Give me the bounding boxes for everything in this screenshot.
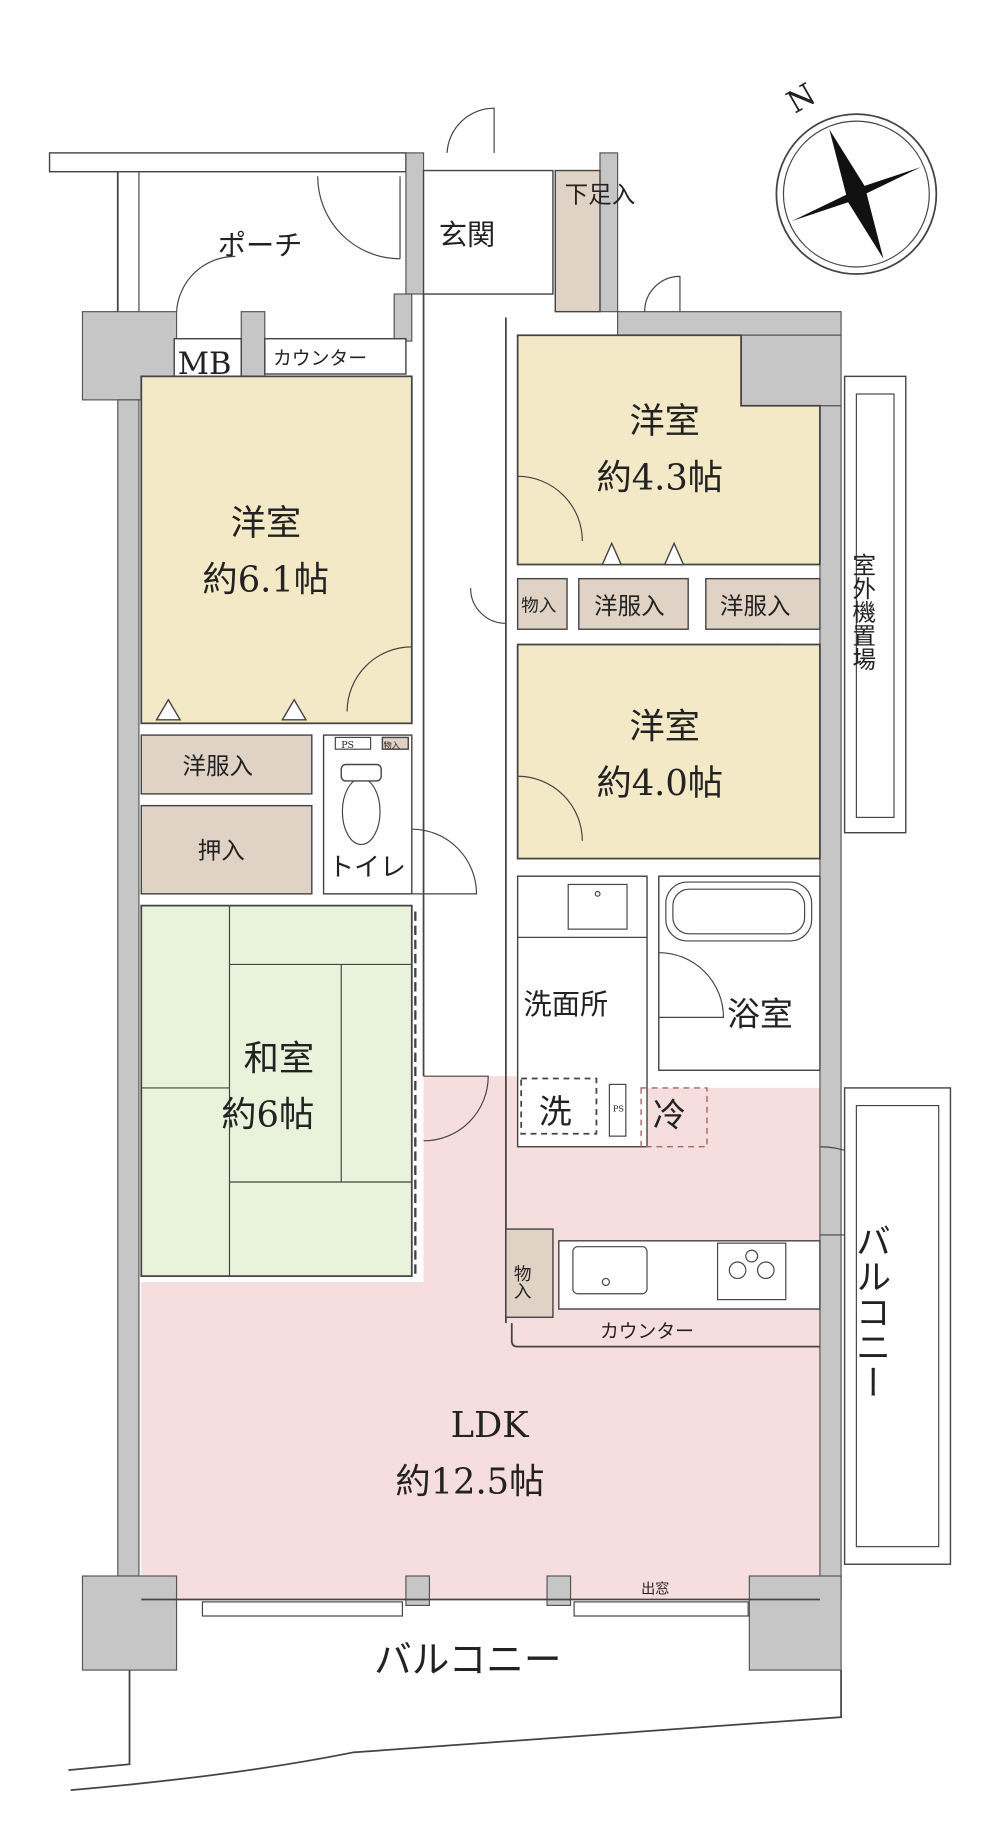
room-e-name: 洋室 [629,707,700,748]
bathtub-icon [665,881,813,942]
ps-label: PS [613,1103,625,1113]
balcony-south-label: バルコニー [374,1637,561,1681]
ldk-floor [141,1076,820,1600]
closet-mid2-label: 洋服入 [720,592,791,620]
window-south-west [201,1601,403,1617]
bay-window-label: 出窓 [641,1581,669,1598]
toilet-ps-label: PS [341,740,354,751]
bathroom-label: 浴室 [727,995,793,1034]
closet-mid1-label: 洋服入 [594,592,665,620]
washer-label: 洗 [539,1092,572,1131]
washitsu-name: 和室 [244,1038,315,1079]
shoe-storage-label: 下足入 [565,180,636,208]
porch-label: ポーチ [218,229,303,262]
counter-kitchen-label: カウンター [600,1320,694,1342]
counter-top-label: カウンター [273,348,367,370]
toilet-storage-label: 物入 [384,740,400,750]
balcony-east-label: バルコニー [850,1223,891,1399]
washitsu-size: 約6帖 [221,1095,314,1136]
entrance-label: 玄関 [439,219,495,252]
closet-west-label: 洋服入 [182,752,253,780]
window-bay [573,1601,749,1617]
toilet-label: トイレ [328,853,406,883]
oshiire-label: 押入 [198,837,245,865]
kitchen-storage-label: 物入 [511,1264,531,1300]
washroom-label: 洗面所 [524,988,609,1021]
ldk-size: 約12.5帖 [395,1462,544,1503]
room-west-name: 洋室 [231,503,302,544]
room-west-size: 約6.1帖 [202,560,329,601]
ac-space-label: 室外機置場 [848,552,876,670]
room-ne-size: 約4.3帖 [596,457,723,498]
sink-icon [572,1246,648,1295]
room-e-size: 約4.0帖 [596,763,723,804]
compass-north-label: N [781,77,822,121]
fridge-label: 冷 [653,1096,686,1135]
ldk-name: LDK [451,1405,530,1446]
room-ne-name: 洋室 [629,401,700,442]
compass-icon: N [775,77,938,275]
storage-mid-label: 物入 [521,596,556,617]
stove-icon [716,1242,787,1301]
